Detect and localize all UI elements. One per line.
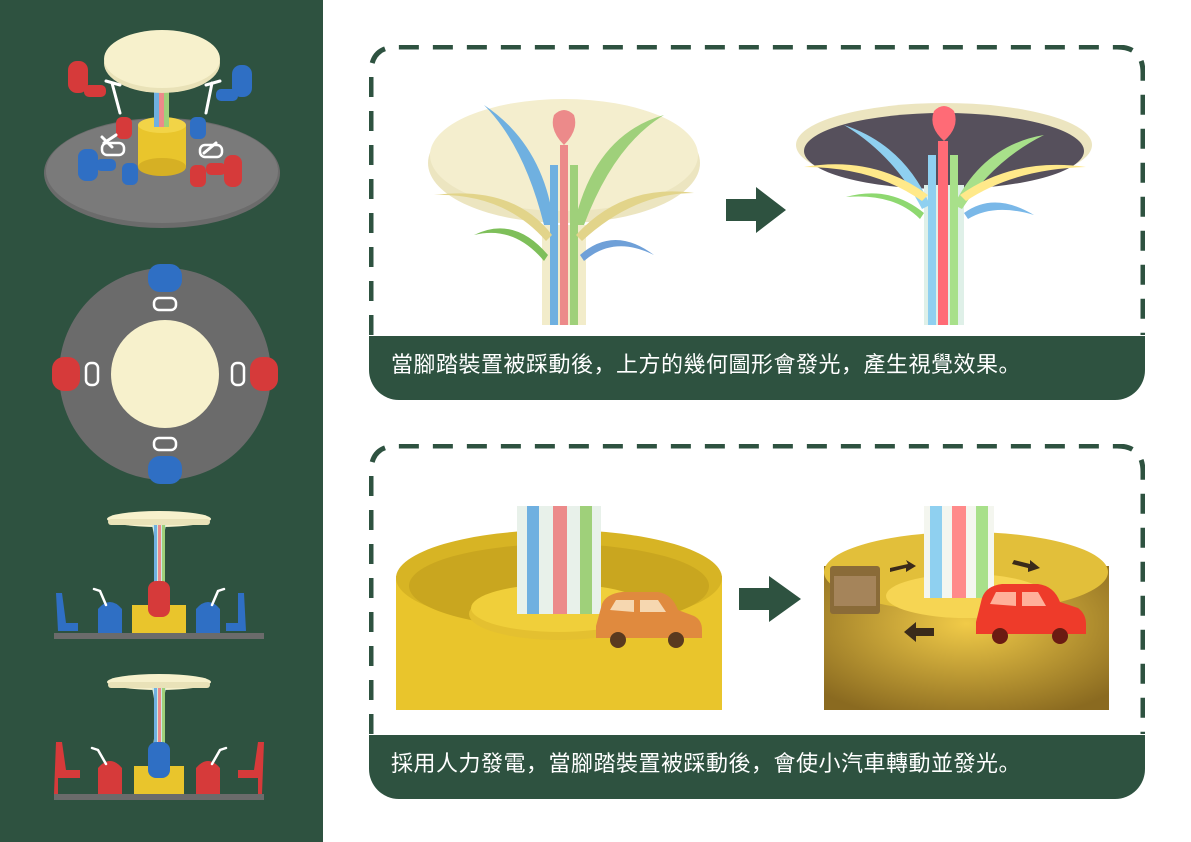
- right-arrow-icon: [726, 187, 786, 233]
- car-effect-panel: 採用人力發電，當腳踏裝置被踩動後，會使小汽車轉動並發光。: [369, 444, 1145, 799]
- side-view-front: [54, 511, 264, 639]
- light-effect-panel: 當腳踏裝置被踩動後，上方的幾何圖形會發光，產生視覺效果。: [369, 45, 1145, 400]
- top-view: [52, 264, 278, 484]
- car-effect-caption-bar: 採用人力發電，當腳踏裝置被踩動後，會使小汽車轉動並發光。: [369, 735, 1145, 799]
- canopy-lit-illustration: [796, 103, 1092, 325]
- right-arrow-icon: [739, 576, 801, 622]
- light-effect-caption: 當腳踏裝置被踩動後，上方的幾何圖形會發光，產生視覺效果。: [391, 353, 1022, 378]
- side-view-back: [54, 674, 264, 800]
- car-base-lit-illustration: [824, 506, 1109, 710]
- dashed-frame: [369, 45, 1145, 335]
- light-effect-caption-bar: 當腳踏裝置被踩動後，上方的幾何圖形會發光，產生視覺效果。: [369, 336, 1145, 400]
- dashed-frame: [369, 444, 1145, 734]
- canopy-unlit-illustration: [428, 99, 700, 325]
- car-effect-caption: 採用人力發電，當腳踏裝置被踩動後，會使小汽車轉動並發光。: [391, 752, 1022, 777]
- sidebar-product-views: [0, 0, 323, 842]
- car-base-unlit-illustration: [396, 506, 722, 710]
- isometric-view: [44, 30, 280, 228]
